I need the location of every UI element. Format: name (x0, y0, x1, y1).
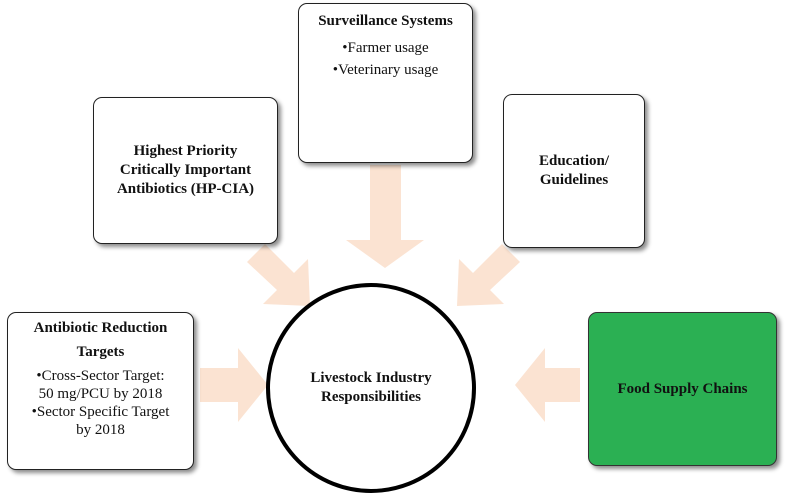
arrow-right (515, 348, 580, 422)
reduction-item-sector-specific-year: by 2018 (76, 422, 125, 438)
hp-cia-line-1: Highest Priority (133, 143, 238, 159)
education-guidelines-box: Education/ Guidelines (503, 94, 645, 248)
surveillance-item-veterinary: •Veterinary usage (332, 62, 439, 78)
reduction-title-line-2: Targets (76, 344, 125, 360)
education-line-1: Education/ (538, 153, 610, 169)
reduction-title-line-1: Antibiotic Reduction (33, 320, 168, 336)
antibiotic-reduction-targets-box: Antibiotic Reduction Targets •Cross-Sect… (7, 312, 194, 470)
food-supply-chains-box: Food Supply Chains (588, 312, 777, 466)
surveillance-item-farmer: •Farmer usage (342, 40, 429, 56)
center-line-2: Responsibilities (320, 389, 422, 405)
arrow-left (200, 348, 268, 422)
center-line-1: Livestock Industry (310, 370, 432, 386)
reduction-item-cross-sector-value: 50 mg/PCU by 2018 (38, 386, 163, 402)
hp-cia-line-3: Antibiotics (HP-CIA) (116, 181, 255, 197)
reduction-item-sector-specific: •Sector Specific Target (31, 404, 170, 420)
livestock-industry-circle: Livestock Industry Responsibilities (266, 283, 476, 493)
surveillance-systems-box: Surveillance Systems •Farmer usage •Vete… (298, 3, 473, 163)
hp-cia-line-2: Critically Important (119, 162, 252, 178)
reduction-item-cross-sector: •Cross-Sector Target: (36, 368, 165, 384)
education-line-2: Guidelines (539, 172, 609, 188)
arrow-upper-left (247, 244, 310, 306)
arrow-upper-right (457, 244, 520, 306)
surveillance-title: Surveillance Systems (318, 13, 453, 29)
food-supply-chains-title: Food Supply Chains (617, 380, 748, 397)
hp-cia-box: Highest Priority Critically Important An… (93, 97, 278, 244)
arrow-top (346, 165, 424, 268)
